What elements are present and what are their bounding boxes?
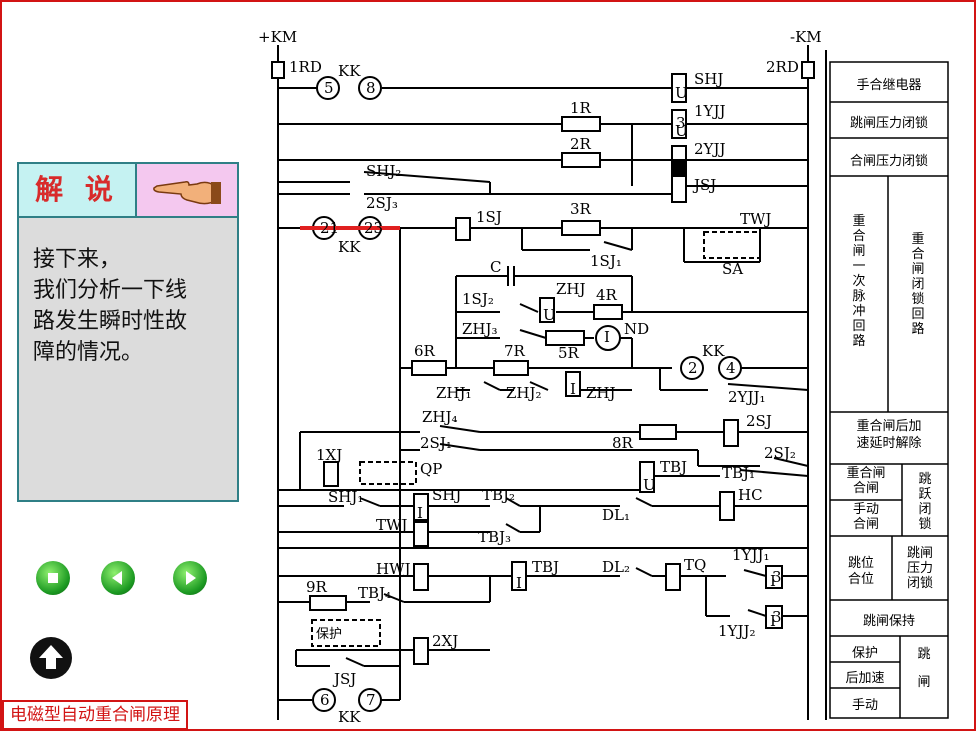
pointing-hand-icon <box>135 164 237 216</box>
home-button[interactable] <box>30 637 72 679</box>
explanation-panel: 解 说 接下来， 我们分析一下线 路发生瞬时性故 障的情况。 <box>17 162 239 502</box>
legend-trip: 跳 闸 <box>917 647 931 690</box>
legend-manual-close-relay: 手合继电器 <box>856 78 922 93</box>
panel-title: 解 说 <box>19 164 135 216</box>
legend-post-accel-release: 重合闸后加 速延时解除 <box>856 419 922 451</box>
slide-caption: 电磁型自动重合闸原理 <box>2 700 188 730</box>
legend-protection: 保护 <box>851 646 878 661</box>
panel-header: 解 说 <box>19 164 237 218</box>
explanation-text: 接下来， 我们分析一下线 路发生瞬时性故 障的情况。 <box>33 247 188 365</box>
legend-reclose-lock-circuit: 重 合 闸 闭 锁 回 路 <box>911 232 925 337</box>
up-arrow-icon <box>39 645 63 669</box>
legend-post-acceleration: 后加速 <box>845 671 885 686</box>
next-button[interactable] <box>173 561 207 595</box>
legend-close-pressure-lock: 合闸压力闭锁 <box>849 154 928 169</box>
forward-icon <box>186 571 196 585</box>
stop-button[interactable] <box>36 561 70 595</box>
stop-icon <box>48 573 58 583</box>
legend-anti-pump-lock: 跳 跃 闭 锁 <box>918 472 932 532</box>
legend-reclose-close: 重合闸 合闸 <box>846 466 886 496</box>
legend-trip-hold: 跳闸保持 <box>862 614 915 629</box>
legend-manual-close: 手动 合闸 <box>852 502 879 532</box>
legend-trip-pressure-lock: 跳闸压力闭锁 <box>849 116 928 131</box>
legend-trip-close-position: 跳位 合位 <box>847 556 874 587</box>
back-icon <box>112 571 122 585</box>
previous-button[interactable] <box>101 561 135 595</box>
legend-trip-pressure-lock-2: 跳闸 压力 闭锁 <box>906 546 933 591</box>
legend-manual: 手动 <box>851 698 878 713</box>
legend-reclose-pulse-circuit: 重 合 闸 一 次 脉 冲 回 路 <box>852 214 866 349</box>
